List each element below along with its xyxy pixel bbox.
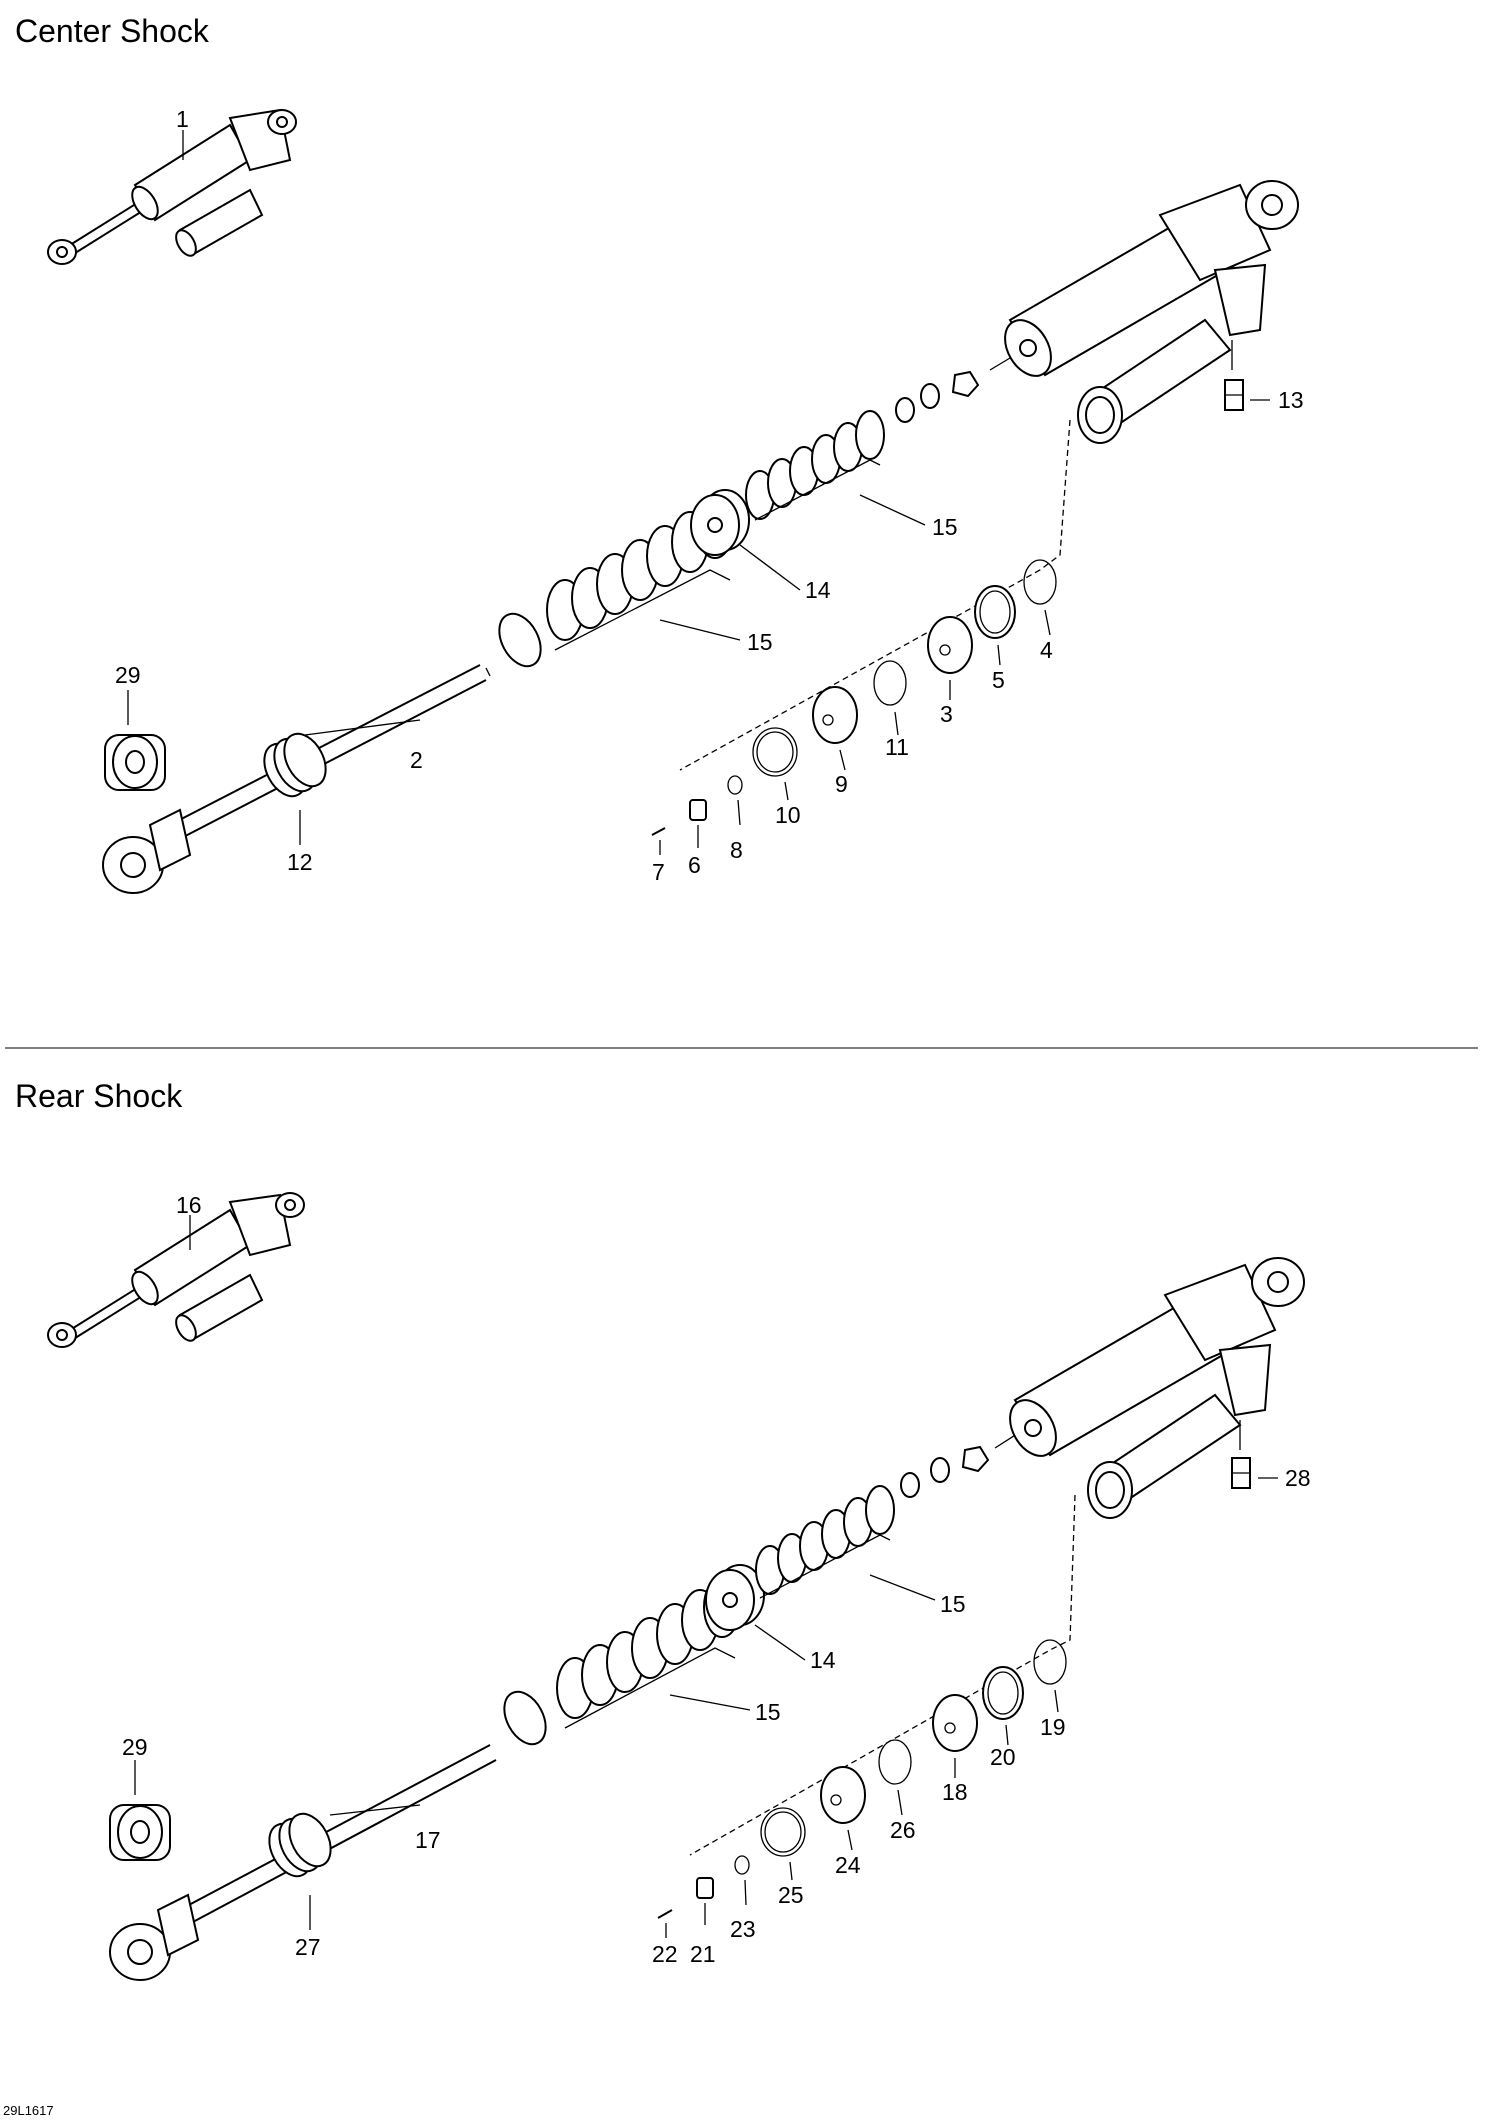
oring-20	[982, 1666, 1024, 1720]
valve-center	[1224, 340, 1244, 411]
callout-11: 11	[885, 734, 909, 760]
rear-shock-section: Rear Shock 16 17	[15, 1078, 1311, 1981]
callout-6: 6	[688, 852, 701, 878]
callout-5: 5	[992, 667, 1005, 693]
callout-7: 7	[652, 859, 665, 885]
callout-8: 8	[730, 837, 743, 863]
washer-rear-b	[930, 1457, 950, 1483]
callout-26: 26	[890, 1817, 916, 1843]
section-title-center: Center Shock	[15, 13, 210, 49]
callout-12: 12	[287, 849, 313, 875]
callout-29-rear: 29	[122, 1734, 148, 1760]
callout-25: 25	[778, 1882, 804, 1908]
callout-10: 10	[775, 802, 801, 828]
screw-7	[651, 827, 666, 836]
washer-8	[727, 775, 743, 795]
disc-4-center	[1023, 559, 1057, 605]
shaft-assembly-center	[102, 664, 491, 894]
callout-19: 19	[1040, 1714, 1066, 1740]
callout-24: 24	[835, 1852, 861, 1878]
bushing-center	[104, 734, 166, 791]
crossover-ring-center	[690, 489, 750, 556]
washer-center-b	[920, 383, 940, 409]
callout-13: 13	[1278, 387, 1304, 413]
shock-body-rear	[1009, 1257, 1305, 1519]
callout-15-rear-upper: 15	[940, 1591, 966, 1617]
nut-center	[951, 370, 980, 398]
washer-center-a	[895, 397, 915, 423]
callout-15-center-lower: 15	[747, 629, 773, 655]
assembled-shock-rear	[47, 1192, 305, 1348]
oring-25	[760, 1807, 806, 1857]
callout-29-center: 29	[115, 662, 141, 688]
valve-rear	[1231, 1420, 1251, 1489]
disc-11	[873, 660, 907, 706]
callout-17: 17	[415, 1827, 441, 1853]
section-title-rear: Rear Shock	[15, 1078, 183, 1114]
piston-24	[820, 1766, 866, 1824]
oring-5	[974, 585, 1016, 639]
callout-2: 2	[410, 747, 423, 773]
oring-10	[752, 727, 798, 777]
callout-21: 21	[690, 1941, 716, 1967]
callout-28: 28	[1285, 1465, 1311, 1491]
nut-rear	[961, 1445, 990, 1473]
washer-23	[734, 1855, 750, 1875]
callout-18: 18	[942, 1779, 968, 1805]
callout-14-center: 14	[805, 577, 831, 603]
shock-body-center	[1004, 180, 1299, 444]
shaft-assembly-rear	[109, 1744, 497, 1981]
callout-15-rear-lower: 15	[755, 1699, 781, 1725]
callout-15-center-upper: 15	[932, 514, 958, 540]
callout-3: 3	[940, 701, 953, 727]
spring-upper-center	[745, 410, 885, 520]
callout-20: 20	[990, 1744, 1016, 1770]
callout-27: 27	[295, 1934, 321, 1960]
callout-1: 1	[176, 106, 189, 132]
callout-4: 4	[1040, 637, 1053, 663]
nut-6	[689, 799, 707, 821]
washer-rear-a	[900, 1472, 920, 1498]
piston-3	[927, 616, 973, 674]
screw-22	[657, 1909, 673, 1919]
callout-14-rear: 14	[810, 1647, 836, 1673]
callout-22: 22	[652, 1941, 678, 1967]
disc-19	[1033, 1639, 1067, 1685]
piston-9	[812, 686, 858, 744]
callout-9: 9	[835, 771, 848, 797]
nut-21	[696, 1877, 714, 1899]
piston-18	[932, 1694, 978, 1752]
crossover-ring-rear	[705, 1564, 765, 1631]
spring-upper-rear	[755, 1485, 895, 1595]
callout-23: 23	[730, 1916, 756, 1942]
spring-lower-rear	[503, 1576, 741, 1746]
drawing-code: 29L1617	[3, 2103, 54, 2118]
disc-26	[878, 1739, 912, 1785]
bushing-rear	[109, 1804, 171, 1861]
center-shock-section: Center Shock 1	[15, 13, 1304, 894]
assembled-shock-center	[47, 108, 297, 265]
callout-16: 16	[176, 1192, 202, 1218]
